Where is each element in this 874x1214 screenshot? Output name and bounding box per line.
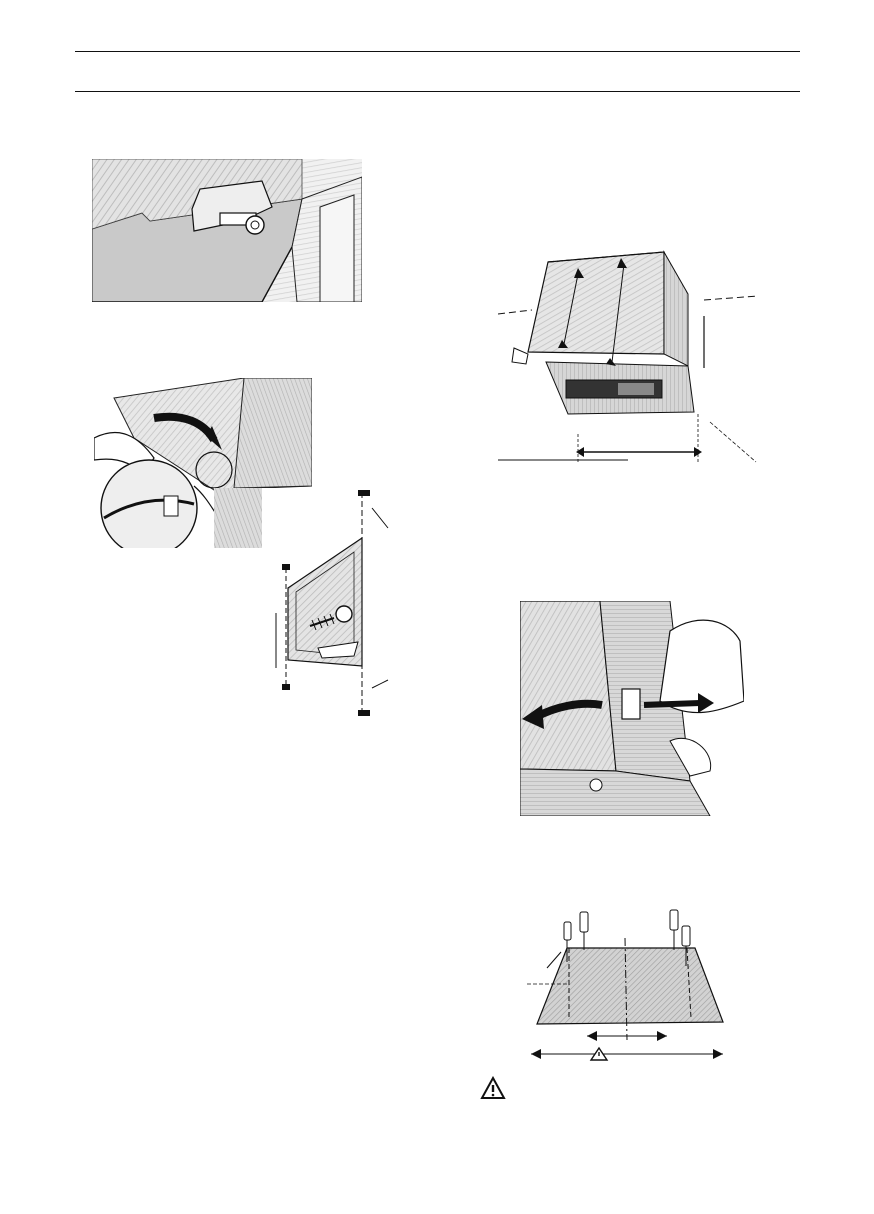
fig-bracket-detail (92, 159, 362, 302)
fig-door-side-view (262, 488, 394, 718)
fig-hood-unit (498, 244, 760, 466)
top-rule (75, 51, 800, 52)
header-bottom-rule (75, 91, 800, 92)
fig-door-removal (520, 601, 744, 816)
fig-panel-screws (527, 908, 727, 1062)
warning-triangle-icon (480, 1076, 506, 1100)
